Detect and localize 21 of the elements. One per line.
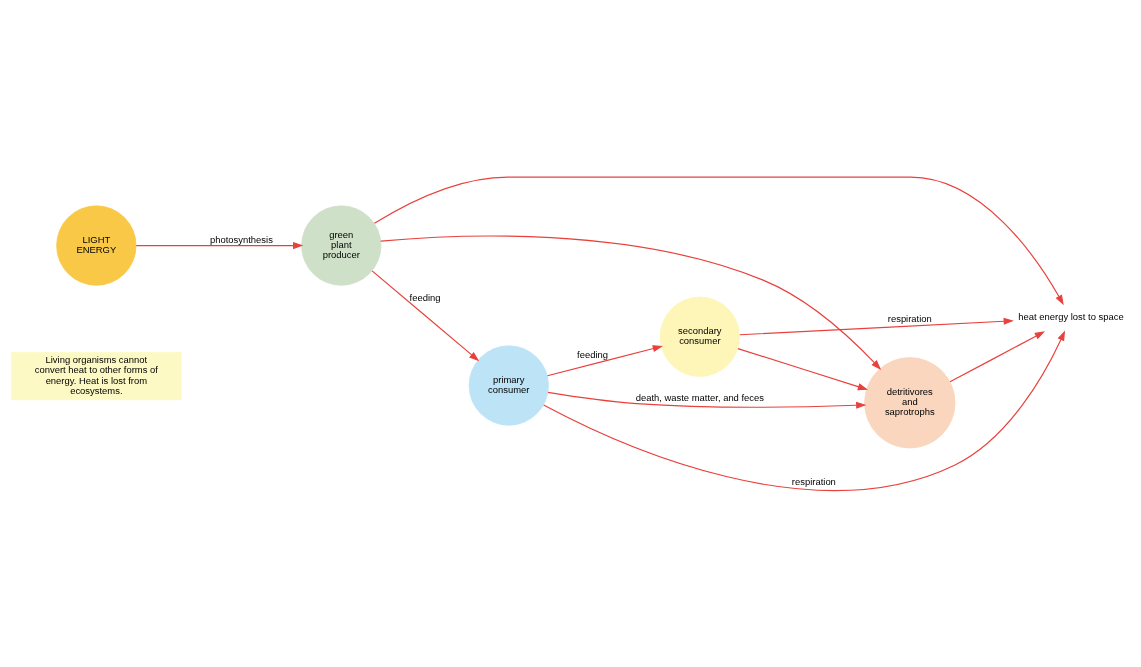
edge-label: respiration (791, 475, 836, 487)
arrow (546, 344, 663, 376)
edge-label: photosynthesis (210, 233, 273, 245)
arrow (135, 241, 304, 249)
node-circle: green plant producer (301, 204, 382, 286)
arrow (737, 347, 869, 390)
node-circle: LIGHT ENERGY (56, 204, 137, 286)
node-text: heat energy lost to space (1018, 310, 1124, 322)
edge-label: death, waste matter, and feces (635, 391, 765, 403)
arrow (380, 234, 882, 370)
edge-label: respiration (887, 312, 932, 324)
edge-label: feeding (409, 291, 441, 303)
arrow (543, 329, 1066, 491)
node-circle: secondary consumer (659, 296, 740, 377)
arrow (739, 317, 1014, 335)
arrow (371, 269, 480, 361)
arrow (373, 176, 1064, 305)
edge-label: feeding (577, 348, 608, 360)
arrow (547, 391, 867, 409)
node-box: Living organisms cannot convert heat to other forms of energy. Heat is lost from ecosystems. (11, 351, 182, 400)
arrow (949, 330, 1045, 382)
